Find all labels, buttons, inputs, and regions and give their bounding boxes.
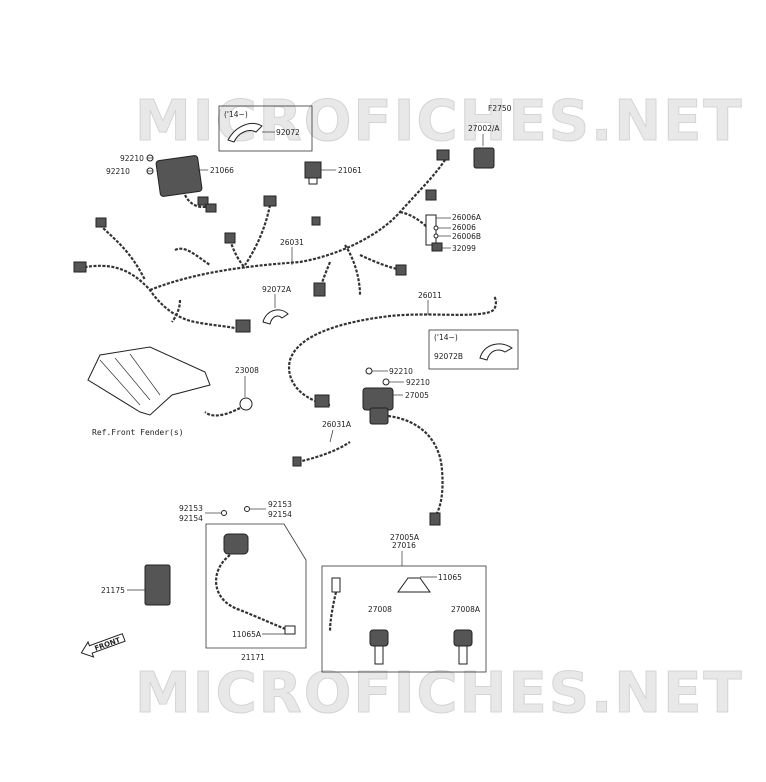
label-11065: 11065 [438, 573, 462, 582]
label-92154a: 92154 [179, 514, 203, 523]
label-27008: 27008 [368, 605, 392, 614]
label-92072a: 92072A [262, 285, 292, 294]
unit-21175 [144, 564, 171, 606]
label-11065a: 11065A [232, 630, 262, 639]
label-92210b: 92210 [106, 167, 130, 176]
nut-92210d [382, 378, 390, 386]
label-21171: 21171 [241, 653, 265, 662]
label-92210c: 92210 [389, 367, 413, 376]
lock-11065 [397, 577, 431, 593]
label-14-mid: ('14~) [434, 333, 458, 342]
switch-plug [331, 577, 341, 593]
inset-box-92072 [218, 105, 313, 152]
inset-box-21171 [205, 523, 307, 649]
nut-92210c [365, 367, 373, 375]
label-27016: 27016 [392, 541, 416, 550]
screw-92153b [244, 506, 250, 512]
label-92153a: 92153 [179, 504, 203, 513]
label-21175: 21175 [101, 586, 125, 595]
regulator-21066 [146, 154, 217, 213]
front-arrow: FRONT [80, 633, 126, 658]
ignition-switch-27005 [362, 387, 444, 526]
wire-26031a [297, 441, 351, 464]
clamp-92072b [479, 343, 513, 361]
inset-box-27016 [321, 565, 487, 673]
clamp-92072a [262, 309, 289, 325]
clamp-92072 [227, 123, 263, 143]
key-27008a [453, 629, 473, 665]
key-27008 [369, 629, 389, 665]
label-ref-front-fender: Ref.Front Fender(s) [92, 428, 184, 437]
label-26031: 26031 [280, 238, 304, 247]
label-21061: 21061 [338, 166, 362, 175]
label-92153b: 92153 [268, 500, 292, 509]
label-92210d: 92210 [406, 378, 430, 387]
screw-92153a [221, 510, 227, 516]
wire-26011 [287, 295, 497, 407]
label-92072b: 92072B [434, 352, 463, 361]
watermark-top: MICROFICHES.NET [135, 89, 744, 154]
label-26031a: 26031A [322, 420, 352, 429]
label-27008a: 27008A [451, 605, 481, 614]
label-27002a: 27002/A [468, 124, 500, 133]
watermark-bottom: MICROFICHES.NET [135, 661, 744, 726]
label-27005: 27005 [405, 391, 429, 400]
label-f2750: F2750 [488, 104, 512, 113]
label-23008: 23008 [235, 366, 259, 375]
label-26006a: 26006A [452, 213, 482, 222]
relay-21061 [304, 161, 322, 179]
label-27005a: 27005A [390, 533, 420, 542]
harness-26031 [73, 149, 450, 333]
label-92072: 92072 [276, 128, 300, 137]
label-26006b: 26006B [452, 232, 481, 241]
label-26011: 26011 [418, 291, 442, 300]
front-label: FRONT [94, 636, 122, 653]
front-fender [87, 346, 211, 416]
label-92154b: 92154 [268, 510, 292, 519]
part-27002a [473, 147, 495, 169]
lamp-23008 [239, 397, 253, 411]
label-32099: 32099 [452, 244, 476, 253]
inset-box-92072b [428, 329, 519, 370]
part-21171 [223, 533, 249, 555]
label-26006: 26006 [452, 223, 476, 232]
label-92210a: 92210 [120, 154, 144, 163]
label-21066: 21066 [210, 166, 234, 175]
label-14-top: ('14~) [224, 110, 248, 119]
